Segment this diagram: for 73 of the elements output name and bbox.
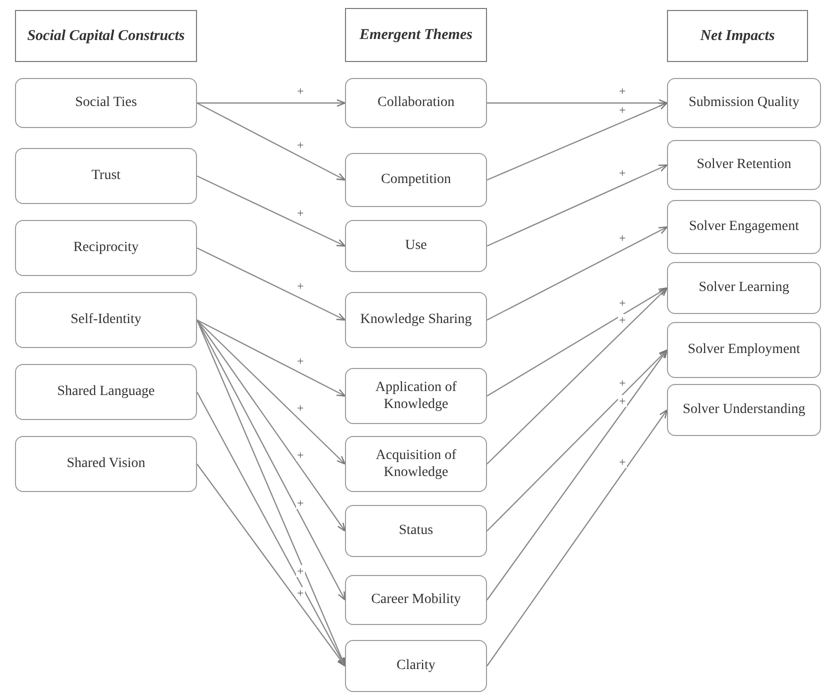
node-label: Status	[398, 522, 434, 540]
edge-label: +	[296, 85, 305, 97]
node-label: Social Ties	[75, 94, 137, 112]
concept-box	[667, 200, 821, 254]
node-label: Self-Identity	[70, 311, 142, 329]
arrow	[486, 349, 668, 600]
arrow	[196, 320, 346, 532]
arrow	[196, 464, 346, 667]
concept-box	[15, 148, 197, 204]
concept-box	[345, 640, 487, 692]
edge-label: +	[618, 394, 627, 406]
concept-box	[345, 220, 487, 272]
node-label: Knowledge Sharing	[360, 311, 472, 329]
node-label: Solver Engagement	[688, 218, 800, 236]
concept-box	[667, 322, 821, 378]
node-label: Collaboration	[378, 94, 454, 112]
column-heading-box	[345, 8, 487, 62]
arrow	[487, 99, 668, 107]
column-heading: Social Capital Constructs	[27, 26, 185, 46]
arrow	[196, 175, 346, 247]
concept-box	[667, 78, 821, 128]
concept-box	[15, 436, 197, 492]
arrow	[486, 226, 668, 321]
concept-box	[667, 140, 821, 190]
node-label: Clarity	[396, 657, 436, 675]
concept-box	[667, 384, 821, 436]
concept-box	[345, 436, 487, 492]
arrow	[196, 102, 346, 181]
arrow	[196, 247, 346, 321]
concept-box	[345, 505, 487, 557]
node-label: Solver Understanding	[682, 401, 806, 419]
column-heading: Emergent Themes	[360, 26, 472, 44]
concept-box	[345, 78, 487, 128]
arrow	[486, 287, 668, 397]
arrow	[486, 349, 668, 532]
concept-box	[15, 78, 197, 128]
node-label: Career Mobility	[371, 591, 461, 609]
concept-box	[15, 292, 197, 348]
node-label: Solver Learning	[698, 279, 790, 297]
edge-label: +	[296, 586, 305, 599]
concept-box	[345, 575, 487, 625]
node-label: Reciprocity	[73, 239, 139, 257]
node-label: Shared Language	[57, 383, 155, 401]
edge-label: +	[618, 314, 627, 326]
arrow	[486, 409, 668, 666]
arrow	[486, 164, 668, 247]
concept-box	[15, 364, 197, 420]
node-label: Solver Employment	[688, 341, 800, 359]
arrow	[196, 320, 346, 465]
arrow	[486, 287, 668, 464]
edge-label: +	[296, 564, 305, 577]
column-heading: Net Impacts	[700, 26, 775, 46]
node-label: Application of Knowledge	[374, 378, 458, 414]
concept-box	[15, 220, 197, 276]
edge-label: +	[618, 456, 627, 468]
node-label: Use	[405, 237, 427, 255]
arrow	[196, 319, 346, 397]
node-label: Submission Quality	[688, 94, 800, 112]
node-label: Solver Retention	[696, 156, 792, 174]
concept-box	[345, 292, 487, 348]
edge-label: +	[618, 297, 627, 309]
concept-box	[667, 262, 821, 314]
column-heading-box	[667, 10, 808, 62]
concept-box	[345, 368, 487, 424]
column-heading-box	[15, 10, 197, 62]
edge-label: +	[618, 85, 627, 97]
node-label: Shared Vision	[66, 455, 146, 473]
arrow	[197, 99, 346, 107]
concept-box	[345, 153, 487, 207]
node-label: Acquisition of Knowledge	[374, 446, 458, 482]
node-label: Trust	[91, 167, 121, 185]
arrow	[486, 102, 668, 181]
node-label: Competition	[381, 171, 451, 189]
